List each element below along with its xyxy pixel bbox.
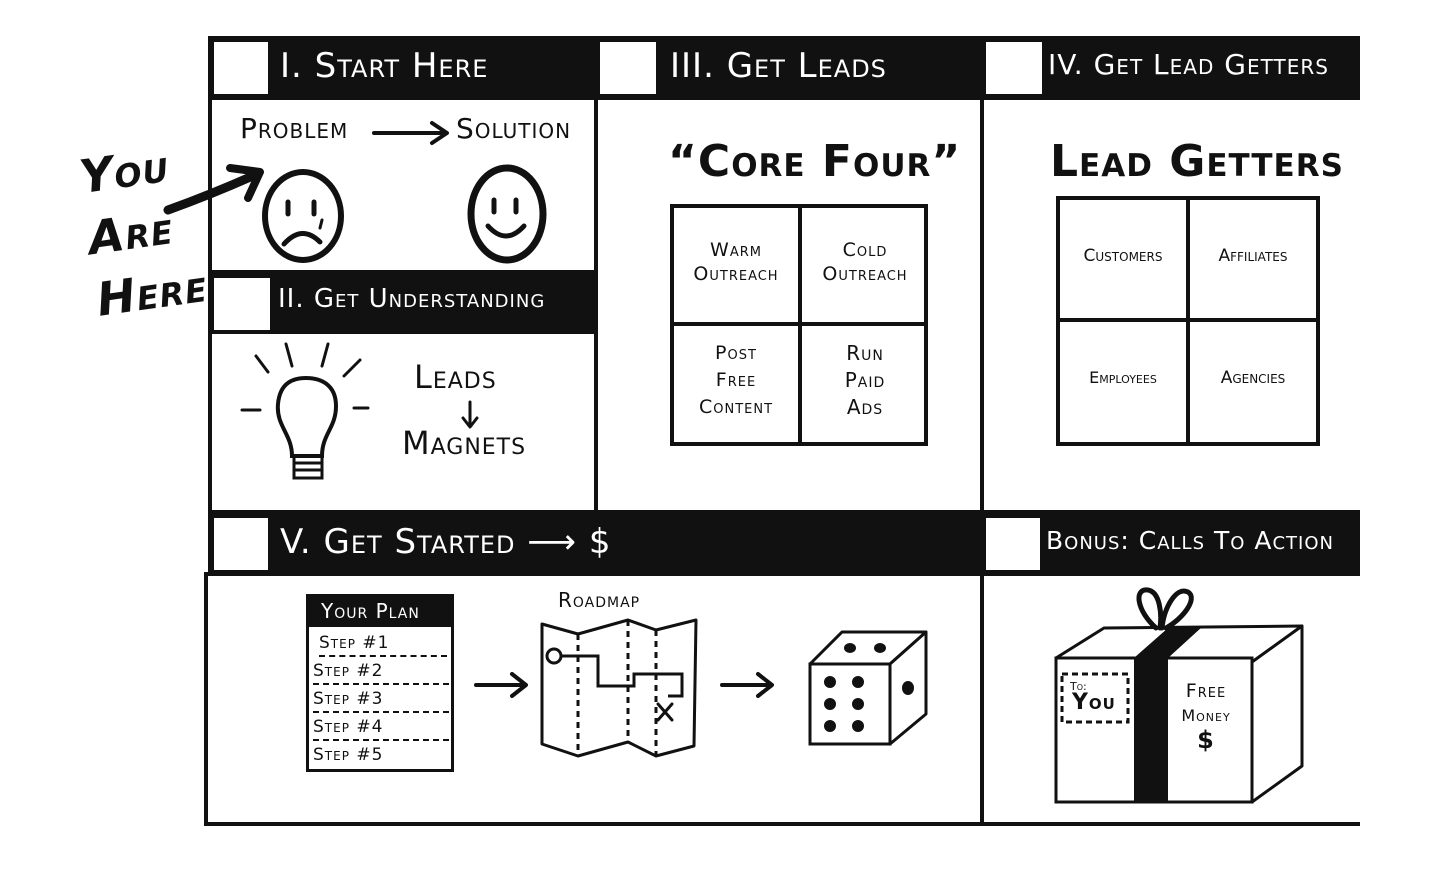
gift-box-icon [1054, 587, 1304, 804]
checkbox[interactable] [214, 278, 270, 330]
cell-line: Cold [842, 239, 888, 261]
cell-line: Run [846, 341, 884, 365]
cell-line: Paid [844, 368, 886, 392]
section-get-started-header: V. Get Started ⟶ $ [208, 512, 984, 576]
checkbox[interactable] [986, 42, 1042, 94]
checkbox[interactable] [600, 42, 656, 94]
section-title: V. Get Started ⟶ $ [280, 522, 612, 562]
cell-line: Content [698, 396, 774, 418]
section-bonus-header: Bonus: Calls To Action [980, 512, 1360, 576]
checkbox[interactable] [986, 518, 1040, 570]
leads-label: Leads [414, 358, 497, 396]
lead-getters-heading: Lead Getters [1050, 136, 1344, 187]
arrow-right-icon [372, 121, 449, 145]
section-title: I. Start Here [280, 46, 489, 86]
section-get-lead-getters-header: IV. Get Lead Getters [980, 36, 1360, 100]
plan-step-1: Step #1 [319, 629, 447, 657]
section-bonus-panel: To: You Free Money $ [980, 572, 1360, 826]
section-title: II. Get Understanding [278, 284, 546, 314]
grid-cell-post-free-content: Post Free Content [674, 340, 798, 421]
grid-cell-affiliates: Affiliates [1218, 246, 1288, 266]
checkbox[interactable] [214, 518, 268, 570]
section-get-started-panel: Your Plan Step #1 Step #2 Step #3 Step #… [204, 572, 984, 826]
section-get-leads-header: III. Get Leads [594, 36, 984, 100]
cell-line: Ads [846, 395, 884, 419]
grid-cell-cold-outreach: Cold Outreach [802, 238, 928, 286]
lightbulb-icon [240, 342, 370, 480]
happy-face-icon [467, 164, 547, 264]
gift-text-dollar: $ [1197, 726, 1215, 754]
cell-line: Warm [710, 239, 762, 261]
arrow-right-icon [720, 672, 774, 698]
magnets-label: Magnets [402, 424, 527, 462]
dice-icon [808, 630, 928, 746]
problem-label: Problem [240, 112, 349, 145]
cell-line: Outreach [693, 263, 779, 285]
grid-cell-agencies: Agencies [1220, 368, 1286, 388]
cell-line: Free [715, 369, 757, 391]
gift-text-money: Money [1181, 706, 1231, 725]
plan-step-3: Step #3 [313, 685, 449, 713]
roadmap-icon [540, 618, 698, 758]
core-four-grid: Warm Outreach Cold Outreach Post Free Co… [670, 204, 928, 446]
section-start-here-panel: Problem Solution [208, 96, 598, 274]
cell-line: Post [715, 342, 757, 364]
arrow-right-icon [474, 672, 528, 698]
plan-title-bar: Your Plan [309, 597, 451, 627]
section-get-understanding-header: II. Get Understanding [208, 270, 598, 334]
plan-step-4: Step #4 [313, 713, 449, 741]
section-start-here-header: I. Start Here [208, 36, 598, 100]
section-title: III. Get Leads [670, 46, 887, 86]
arrow-down-icon [461, 400, 479, 429]
section-get-leads-panel: “Core Four” Warm Outreach Cold Outreach … [594, 96, 984, 514]
grid-cell-employees: Employees [1089, 368, 1157, 387]
checkbox[interactable] [214, 42, 268, 94]
grid-cell-run-paid-ads: Run Paid Ads [802, 340, 928, 421]
core-four-heading: “Core Four” [668, 136, 962, 187]
section-title: Bonus: Calls To Action [1046, 526, 1334, 555]
gift-tag-to: To: [1070, 680, 1087, 693]
gift-text-free: Free [1185, 680, 1227, 702]
lead-getters-grid: Customers Affiliates Employees Agencies [1056, 196, 1320, 446]
sad-face-icon [262, 169, 344, 263]
plan-step-5: Step #5 [313, 745, 384, 765]
section-title: IV. Get Lead Getters [1048, 48, 1329, 81]
grid-horizontal-divider [1060, 318, 1316, 322]
your-plan-card: Your Plan Step #1 Step #2 Step #3 Step #… [306, 594, 454, 772]
cell-line: Outreach [822, 263, 908, 285]
plan-title: Your Plan [321, 599, 420, 623]
plan-step-2: Step #2 [313, 657, 449, 685]
section-get-understanding-panel: Leads Magnets [208, 330, 598, 514]
section-get-lead-getters-panel: Lead Getters Customers Affiliates Employ… [980, 96, 1360, 514]
grid-horizontal-divider [674, 322, 924, 326]
grid-cell-warm-outreach: Warm Outreach [674, 238, 798, 286]
roadmap-label: Roadmap [558, 588, 641, 612]
gift-tag-name: You [1072, 690, 1116, 715]
solution-label: Solution [456, 112, 572, 145]
grid-cell-customers: Customers [1083, 246, 1163, 266]
